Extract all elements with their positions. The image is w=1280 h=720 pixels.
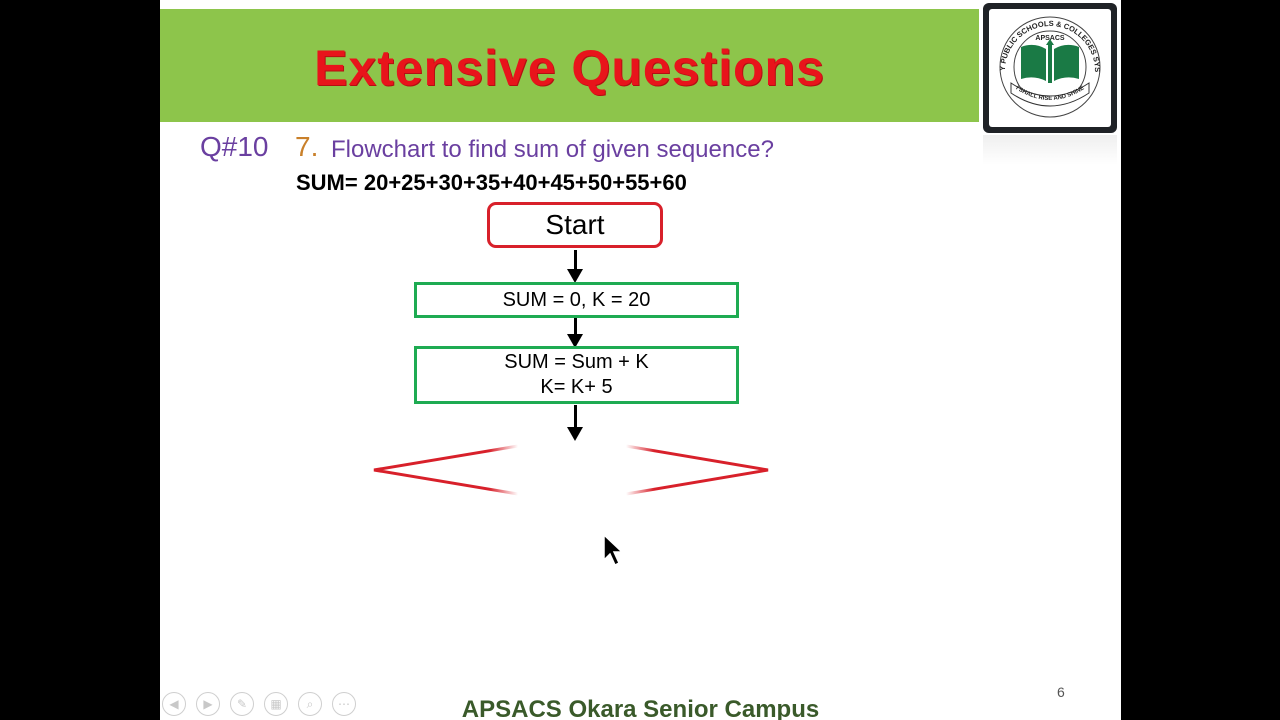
mouse-pointer-icon — [603, 534, 624, 567]
slideshow-nav-bar: ◀ ▶ ✎ ▦ ⌕ ⋯ — [162, 692, 356, 716]
start-label: Start — [545, 209, 605, 240]
title-banner: Extensive Questions — [160, 9, 979, 122]
more-options-icon[interactable]: ⋯ — [332, 692, 356, 716]
slide-title: Extensive Questions — [314, 40, 825, 96]
question-index: 7. — [295, 131, 319, 162]
logo-reflection — [983, 135, 1117, 165]
init-label: SUM = 0, K = 20 — [502, 288, 651, 311]
update-line-2: K= K+ 5 — [540, 376, 613, 398]
flowchart-init-process: SUM = 0, K = 20 — [414, 282, 739, 318]
sequence-expression: SUM= 20+25+30+35+40+45+50+55+60 — [296, 170, 687, 195]
next-slide-icon[interactable]: ▶ — [196, 692, 220, 716]
update-line-1: SUM = Sum + K — [504, 351, 649, 373]
arrow-init-to-update — [567, 318, 583, 348]
question-text: Flowchart to find sum of given sequence? — [331, 136, 774, 163]
see-all-slides-icon[interactable]: ▦ — [264, 692, 288, 716]
flowchart-update-process: SUM = Sum + K K= K+ 5 — [414, 346, 739, 404]
slide: Extensive Questions ARMY PUBLIC SCHOOLS … — [160, 0, 1121, 720]
pen-icon[interactable]: ✎ — [230, 692, 254, 716]
apsacs-logo: ARMY PUBLIC SCHOOLS & COLLEGES SYSTEM AP… — [983, 2, 1117, 133]
previous-slide-icon[interactable]: ◀ — [162, 692, 186, 716]
flowchart-start-terminal: Start — [487, 202, 663, 248]
question-number: Q#10 — [200, 131, 269, 162]
zoom-icon[interactable]: ⌕ — [298, 692, 322, 716]
svg-text:APSACS: APSACS — [1035, 35, 1065, 42]
apsacs-logo-image: ARMY PUBLIC SCHOOLS & COLLEGES SYSTEM AP… — [986, 2, 1102, 118]
flowchart-decision-diamond-partial — [373, 444, 769, 496]
arrow-start-to-init — [567, 250, 583, 283]
slide-page-number: 6 — [1057, 684, 1065, 700]
slide-footer: APSACS Okara Senior Campus — [461, 696, 820, 720]
arrow-update-to-decision — [567, 405, 583, 441]
